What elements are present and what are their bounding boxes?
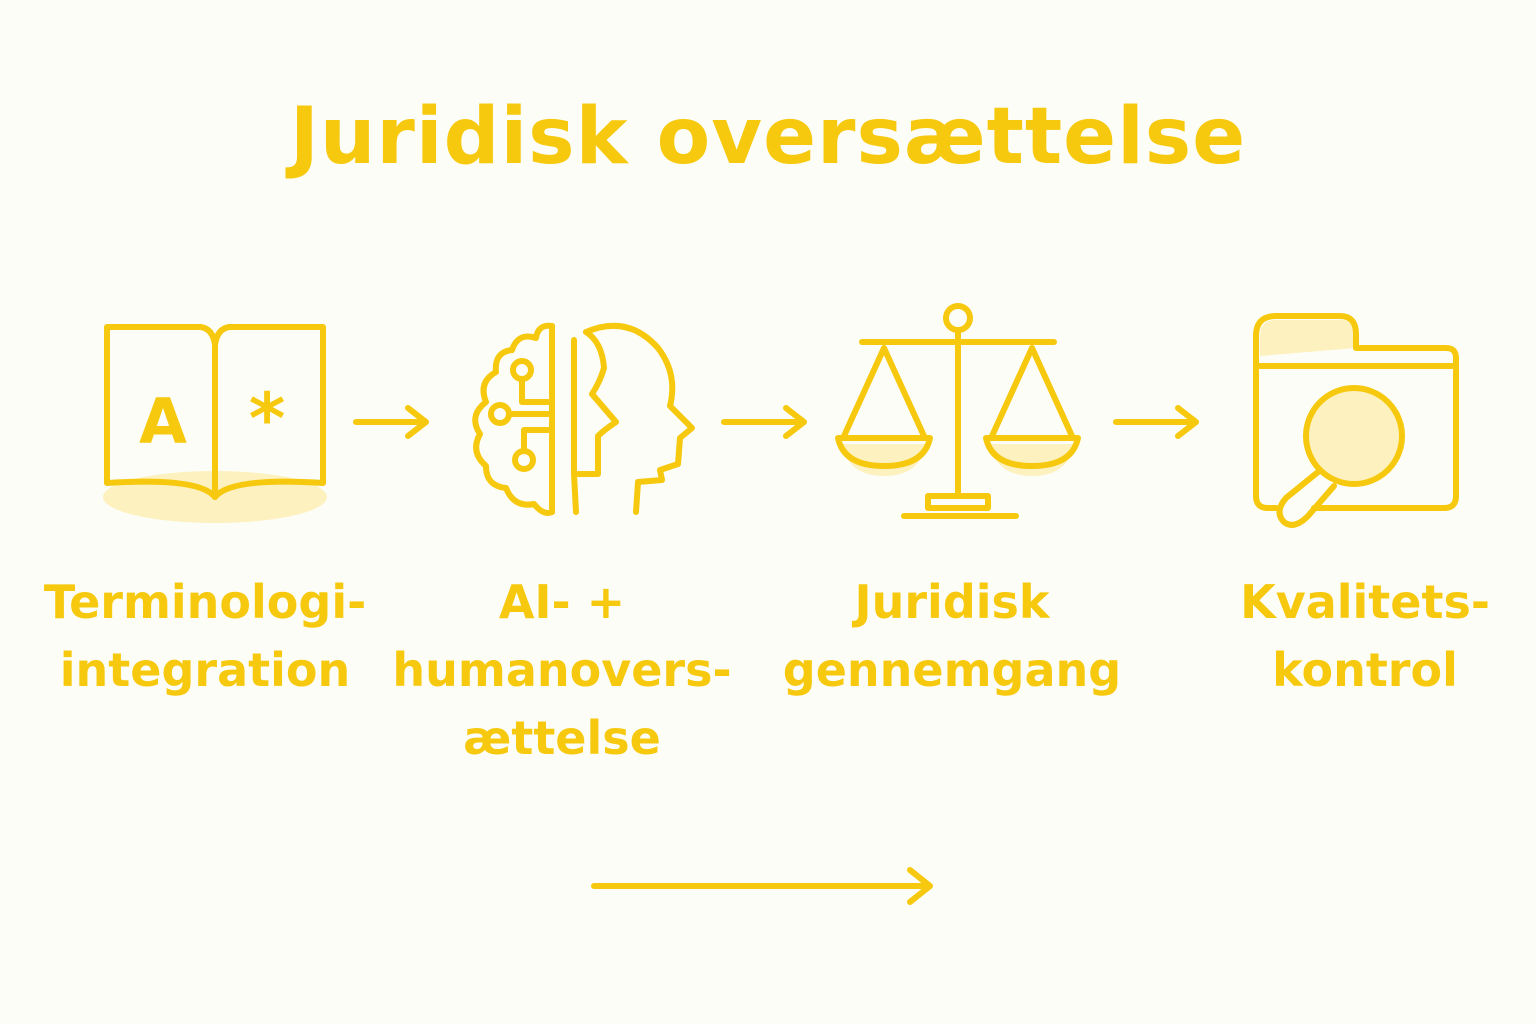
step-label-terminology: Terminologi- integration [43, 575, 367, 697]
arrow-1 [353, 405, 429, 439]
step-label-legal-review: Juridisk gennemgang [782, 575, 1122, 697]
arrow-3 [1113, 405, 1199, 439]
folder-magnifier-icon [1253, 313, 1459, 528]
scales-icon [835, 303, 1081, 519]
step-label-ai-human: AI- + humanovers- ættelse [392, 575, 732, 765]
step-label-quality-control: Kvalitets- kontrol [1240, 575, 1490, 697]
arrow-2 [721, 405, 807, 439]
open-book-icon: A * [103, 324, 327, 523]
book-symbol: * [249, 378, 286, 460]
progress-arrow [591, 867, 933, 905]
brain-head-icon [472, 322, 695, 516]
book-letter: A [139, 385, 187, 458]
diagram-title: Juridisk oversættelse [289, 92, 1247, 182]
